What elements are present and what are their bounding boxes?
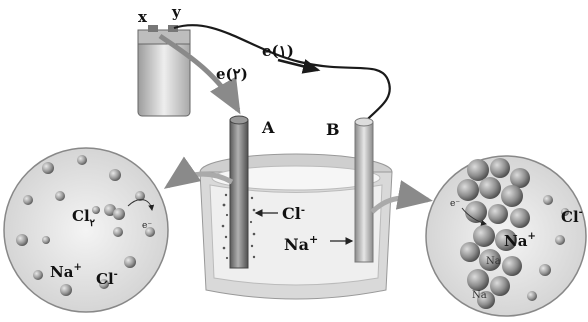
cl2-molecule (104, 204, 125, 220)
left-zoom-arrow (163, 156, 234, 189)
cell-direction-arrow (158, 33, 241, 115)
external-wire (173, 24, 391, 123)
right-zoom-sodium: Na+ (504, 231, 536, 250)
na-atom-label-2: Na (472, 290, 487, 301)
right-zoom-arrow (370, 180, 433, 214)
right-zoom-view (425, 155, 587, 317)
terminal-x-label: x (138, 8, 148, 26)
cell-sodium-label: Na+ (284, 233, 318, 254)
left-zoom-chloride: Cl- (96, 269, 118, 288)
electrode-b (354, 117, 374, 263)
na-atom-label-1: Na (486, 256, 501, 267)
battery-terminal-y (168, 25, 178, 32)
battery-terminal-x (148, 25, 158, 32)
ion-particles (16, 155, 155, 296)
left-zoom-electron: e⁻ (142, 221, 152, 231)
electrode-a-label: A (261, 118, 275, 137)
electron-label-cell: e(٢) (216, 65, 248, 83)
right-zoom-electron: e⁻ (450, 199, 460, 209)
electrode-a (221, 115, 256, 269)
left-zoom-view (3, 147, 169, 313)
gas-bubbles (221, 193, 256, 260)
terminal-y-label: y (171, 3, 182, 21)
right-zoom-chloride: Cl- (561, 207, 583, 226)
left-zoom-cl2: Cl٢ (72, 207, 96, 229)
electrode-b-label: B (326, 120, 340, 139)
electron-label-wire: e(١) (262, 42, 294, 60)
sodium-atom-cluster (457, 158, 530, 309)
cell-chloride-label: Cl- (282, 204, 305, 223)
wire-direction-arrow (277, 58, 321, 74)
left-zoom-sodium: Na+ (50, 262, 82, 281)
